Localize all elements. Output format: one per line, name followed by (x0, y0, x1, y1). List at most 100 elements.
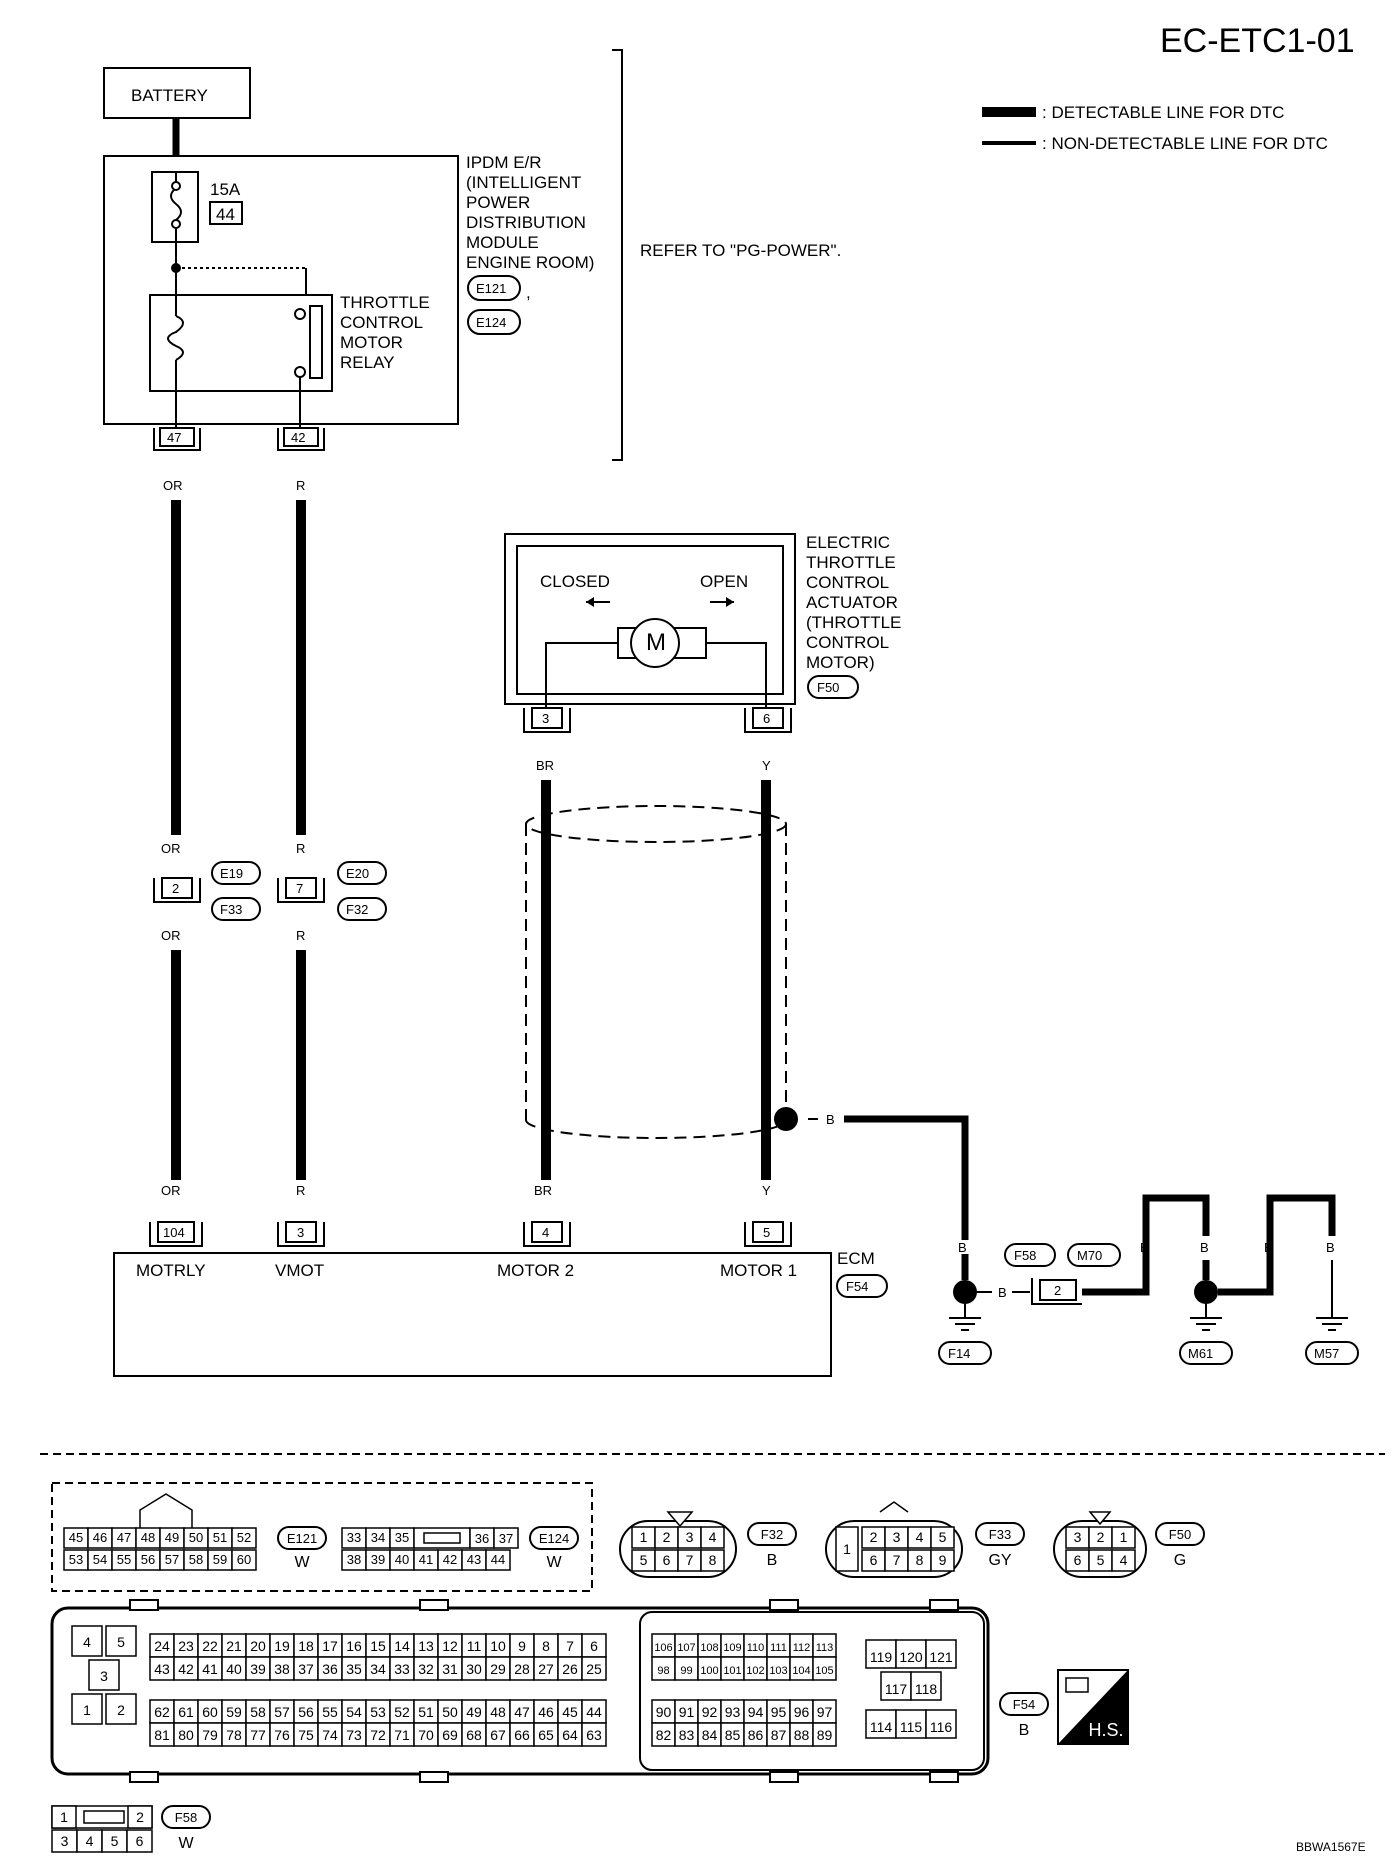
pin-number: 1 (640, 1529, 648, 1545)
pin-number: 24 (154, 1638, 170, 1654)
pin-number: 8 (916, 1552, 924, 1568)
pin-number: 34 (370, 1661, 386, 1677)
pin-number: 61 (178, 1704, 194, 1720)
pin-number: 51 (418, 1704, 434, 1720)
pin-number: 111 (770, 1642, 787, 1654)
pin-number: 1 (83, 1702, 91, 1718)
ecm-pin-motor1: MOTOR 1 (720, 1261, 797, 1280)
key-slot-icon (423, 1532, 461, 1544)
pin-number: 90 (656, 1704, 672, 1720)
pin-number: 22 (202, 1638, 218, 1654)
svg-text:3: 3 (542, 711, 549, 726)
pin-number: 117 (885, 1681, 908, 1697)
pin-number: 20 (250, 1638, 266, 1654)
latch-icon (419, 1771, 449, 1783)
closed-label: CLOSED (540, 572, 610, 591)
pin-number: 36 (322, 1661, 338, 1677)
pin-number: 2 (117, 1702, 125, 1718)
pin-number: 105 (815, 1665, 833, 1677)
pin-number: 23 (178, 1638, 194, 1654)
pin-number: 72 (370, 1727, 386, 1743)
shield-ground-dot (774, 1107, 798, 1131)
svg-text:B: B (1140, 1240, 1149, 1255)
actuator-terminal-3: 3 (523, 707, 571, 733)
svg-text:M: M (646, 629, 666, 656)
ground-f14: F14 (948, 1346, 970, 1361)
connector-f54-color: B (1019, 1722, 1030, 1739)
connector-f50-face: F50 (1169, 1527, 1191, 1542)
joint-connector-right: 7 (277, 877, 325, 903)
relay-coil-icon (167, 315, 184, 361)
svg-text:104: 104 (163, 1225, 185, 1240)
pin-cell (231, 1549, 257, 1571)
pin-number: 2 (136, 1809, 144, 1825)
svg-text:5: 5 (763, 1225, 770, 1240)
pin-number: 4 (1120, 1552, 1128, 1568)
key-slot-icon (83, 1810, 125, 1824)
pin-number: 13 (418, 1638, 434, 1654)
legend-non-detectable: : NON-DETECTABLE LINE FOR DTC (1042, 134, 1328, 153)
svg-text:42: 42 (291, 430, 305, 445)
pin-number: 100 (700, 1665, 718, 1677)
pin-number: 112 (793, 1642, 811, 1654)
refer-note: REFER TO "PG-POWER". (640, 241, 841, 260)
pin-number: 15 (370, 1638, 386, 1654)
svg-text:CONTROL: CONTROL (806, 633, 889, 652)
pin-cell (88, 1659, 120, 1691)
pin-number: 9 (939, 1552, 947, 1568)
svg-text:B: B (1200, 1240, 1209, 1255)
pin-number: 5 (640, 1552, 648, 1568)
svg-text:2: 2 (172, 881, 179, 896)
connector-f50-face-tag (1155, 1522, 1205, 1546)
pin-cell (71, 1625, 103, 1657)
pin-number: 63 (586, 1727, 602, 1743)
pin-number: 4 (86, 1833, 94, 1849)
latch-icon (419, 1599, 449, 1611)
pin-number: 11 (467, 1638, 482, 1654)
latch-icon (879, 1501, 909, 1513)
pin-cell (925, 1709, 957, 1739)
pin-number: 41 (202, 1661, 218, 1677)
connector-f54-face: F54 (1013, 1697, 1035, 1712)
hs-connector-icon (1065, 1677, 1089, 1693)
connector-e124: E124 (539, 1531, 569, 1546)
hs-label: H.S. (1088, 1720, 1123, 1740)
pin-cell (485, 1549, 511, 1571)
pin-number: 65 (538, 1727, 554, 1743)
pin-number: 121 (929, 1649, 953, 1665)
shield (525, 805, 787, 1139)
pin-number: 71 (394, 1727, 410, 1743)
pin-number: 89 (817, 1727, 833, 1743)
svg-text:OR: OR (161, 928, 181, 943)
pin-number: 8 (709, 1552, 717, 1568)
ecm-pin-motor2: MOTOR 2 (497, 1261, 574, 1280)
svg-text:E124: E124 (476, 315, 506, 330)
ipdm-connector-e124 (467, 309, 521, 335)
svg-text:R: R (296, 928, 305, 943)
pin-number: 53 (370, 1704, 386, 1720)
pin-number: 114 (870, 1719, 893, 1735)
pin-number: 67 (490, 1727, 506, 1743)
pin-cell (835, 1526, 859, 1572)
svg-text:4: 4 (542, 1225, 549, 1240)
pin-number: 45 (562, 1704, 578, 1720)
pin-number: 95 (771, 1704, 787, 1720)
ecm-terminal-3: 3 (277, 1221, 325, 1247)
svg-text:B: B (998, 1285, 1007, 1300)
svg-text:THROTTLE: THROTTLE (340, 293, 430, 312)
open-label: OPEN (700, 572, 748, 591)
pin-number: 5 (117, 1634, 125, 1650)
pin-number: 6 (663, 1552, 671, 1568)
pin-number: 26 (562, 1661, 578, 1677)
pin-number: 50 (442, 1704, 458, 1720)
svg-text:(INTELLIGENT: (INTELLIGENT (466, 173, 581, 192)
svg-text:BR: BR (534, 1183, 552, 1198)
pin-number: 115 (900, 1719, 923, 1735)
pin-cell (700, 1526, 725, 1549)
diagram-code: EC-ETC1-01 (1160, 22, 1355, 60)
pin-number: 54 (93, 1552, 107, 1567)
pin-number: 104 (792, 1665, 810, 1677)
pin-number: 2 (663, 1529, 671, 1545)
